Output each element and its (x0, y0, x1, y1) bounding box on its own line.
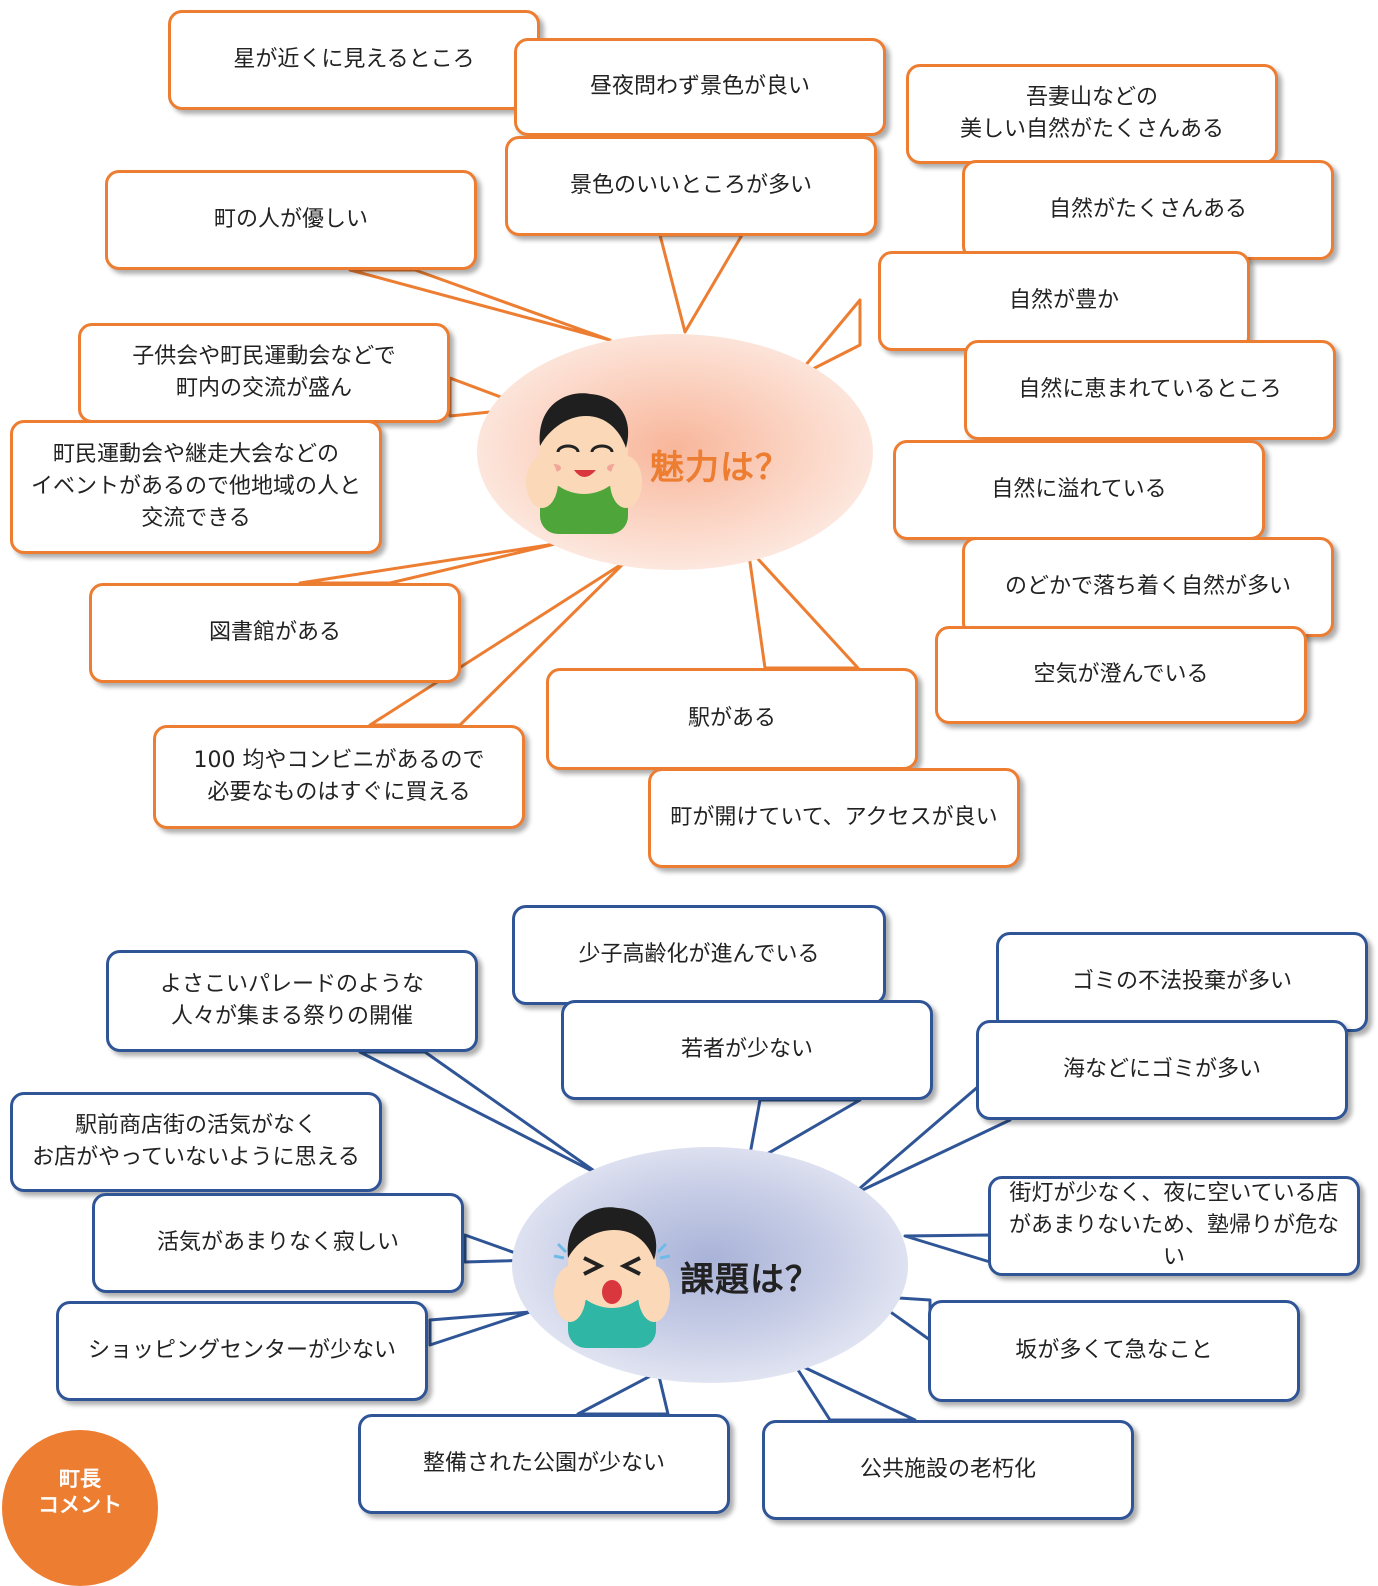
issue-illegal-dumping: ゴミの不法投棄が多い (996, 932, 1368, 1032)
mayor-comment-badge[interactable]: 町長 コメント (2, 1430, 158, 1586)
attraction-rich-nature: 自然が豊か (878, 251, 1250, 351)
issue-aging: 少子高齢化が進んでいる (512, 905, 886, 1005)
tail-shopping (428, 1310, 532, 1347)
tail-streetlight (903, 1233, 992, 1264)
attraction-azuma-nature: 吾妻山などの 美しい自然がたくさんある (906, 64, 1278, 164)
issue-shopping-street: 駅前商店街の活気がなく お店がやっていないように思える (10, 1092, 382, 1192)
issue-festival: よさこいパレードのような 人々が集まる祭りの開催 (106, 950, 478, 1052)
attraction-shops: 100 均やコンビニがあるので 必要なものはすぐに買える (153, 725, 525, 829)
tail-festival (358, 1050, 602, 1177)
attraction-overflowing-nature: 自然に溢れている (893, 440, 1265, 540)
attraction-community-exchange: 子供会や町民運動会などで 町内の交流が盛ん (78, 323, 450, 423)
issue-steep-slopes: 坂が多くて急なこと (928, 1300, 1300, 1402)
happy-child-icon (526, 393, 642, 534)
issue-few-parks: 整備された公園が少ない (358, 1414, 730, 1514)
attraction-many-views: 景色のいいところが多い (505, 136, 877, 236)
attraction-events: 町民運動会や継走大会などの イベントがあるので他地域の人と 交流できる (10, 420, 382, 554)
tail-rich-nature (793, 298, 862, 380)
tail-scenery (658, 233, 744, 334)
issue-few-youth: 若者が少ない (561, 1000, 933, 1100)
tail-park (576, 1370, 670, 1416)
issue-few-shopping-centers: ショッピングセンターが少ない (56, 1301, 428, 1401)
attraction-access: 町が開けていて、アクセスが良い (648, 768, 1020, 868)
tail-station (746, 546, 860, 670)
attraction-library: 図書館がある (89, 583, 461, 683)
tail-people (348, 268, 612, 342)
attraction-clean-air: 空気が澄んでいる (935, 626, 1307, 724)
issues-hub-label: 課題は？ (680, 1260, 820, 1300)
attraction-stars: 星が近くに見えるところ (168, 10, 540, 110)
attraction-station: 駅がある (546, 668, 918, 770)
tail-youth (746, 1098, 862, 1167)
attraction-hub-label: 魅力は？ (650, 448, 790, 488)
issue-sea-trash: 海などにゴミが多い (976, 1020, 1348, 1120)
attraction-kind-people: 町の人が優しい (105, 170, 477, 270)
crying-child-icon (553, 1207, 671, 1348)
attraction-day-night-view: 昼夜問わず景色が良い (514, 38, 886, 136)
issue-not-lively: 活気があまりなく寂しい (92, 1193, 464, 1293)
issue-aging-facilities: 公共施設の老朽化 (762, 1420, 1134, 1520)
attraction-blessed-nature: 自然に恵まれているところ (964, 340, 1336, 440)
issue-streetlights: 街灯が少なく、夜に空いている店 があまりないため、塾帰りが危ない (988, 1176, 1360, 1276)
attraction-lots-of-nature: 自然がたくさんある (962, 160, 1334, 260)
tail-facilities (791, 1360, 917, 1422)
attraction-calm-nature: のどかで落ち着く自然が多い (962, 537, 1334, 637)
